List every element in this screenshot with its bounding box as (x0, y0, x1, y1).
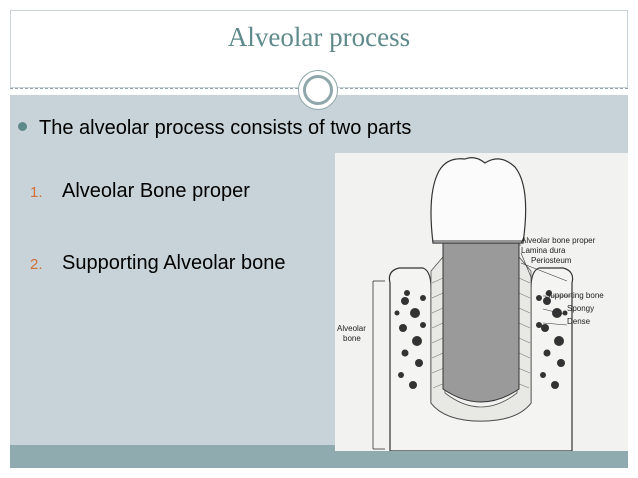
circle-ring-icon (303, 75, 333, 105)
circle-emblem-icon (298, 70, 338, 110)
label-lamina-dura: Lamina dura (521, 246, 566, 255)
tooth-diagram: Alveolar bone proper Lamina dura Periost… (335, 153, 628, 451)
list-number: 2. (30, 256, 43, 273)
slide-title: Alveolar process (227, 22, 411, 52)
label-alveolar-line1: Alveolar (337, 324, 366, 333)
label-leaders (519, 244, 571, 326)
label-periosteum: Periosteum (531, 256, 572, 265)
list-text: Supporting Alveolar bone (62, 252, 286, 274)
list-item-1: 1. Alveolar Bone proper (30, 180, 250, 203)
list-text: Alveolar Bone proper (62, 180, 250, 202)
label-dense: Dense (567, 317, 591, 326)
tooth-root (442, 240, 520, 403)
bullet-text: The alveolar process consists of two par… (39, 117, 412, 139)
bullet-item: The alveolar process consists of two par… (18, 117, 411, 140)
ligament-hatching (431, 277, 531, 389)
label-alveolar-bone-proper: Alveolar bone proper (521, 236, 596, 245)
list-number: 1. (30, 184, 43, 201)
label-spongy: Spongy (567, 304, 594, 313)
spongy-bone-left (394, 290, 426, 389)
periodontal-ligament (430, 255, 532, 422)
bullet-dot-icon (18, 122, 27, 132)
list-item-2: 2. Supporting Alveolar bone (30, 252, 286, 275)
spongy-bone-right (536, 290, 568, 389)
tooth-diagram-svg: Alveolar bone proper Lamina dura Periost… (337, 157, 604, 451)
label-supporting-bone: Supporting bone (545, 291, 604, 300)
label-alveolar-line2: bone (343, 334, 361, 343)
tooth-crown (430, 157, 527, 244)
